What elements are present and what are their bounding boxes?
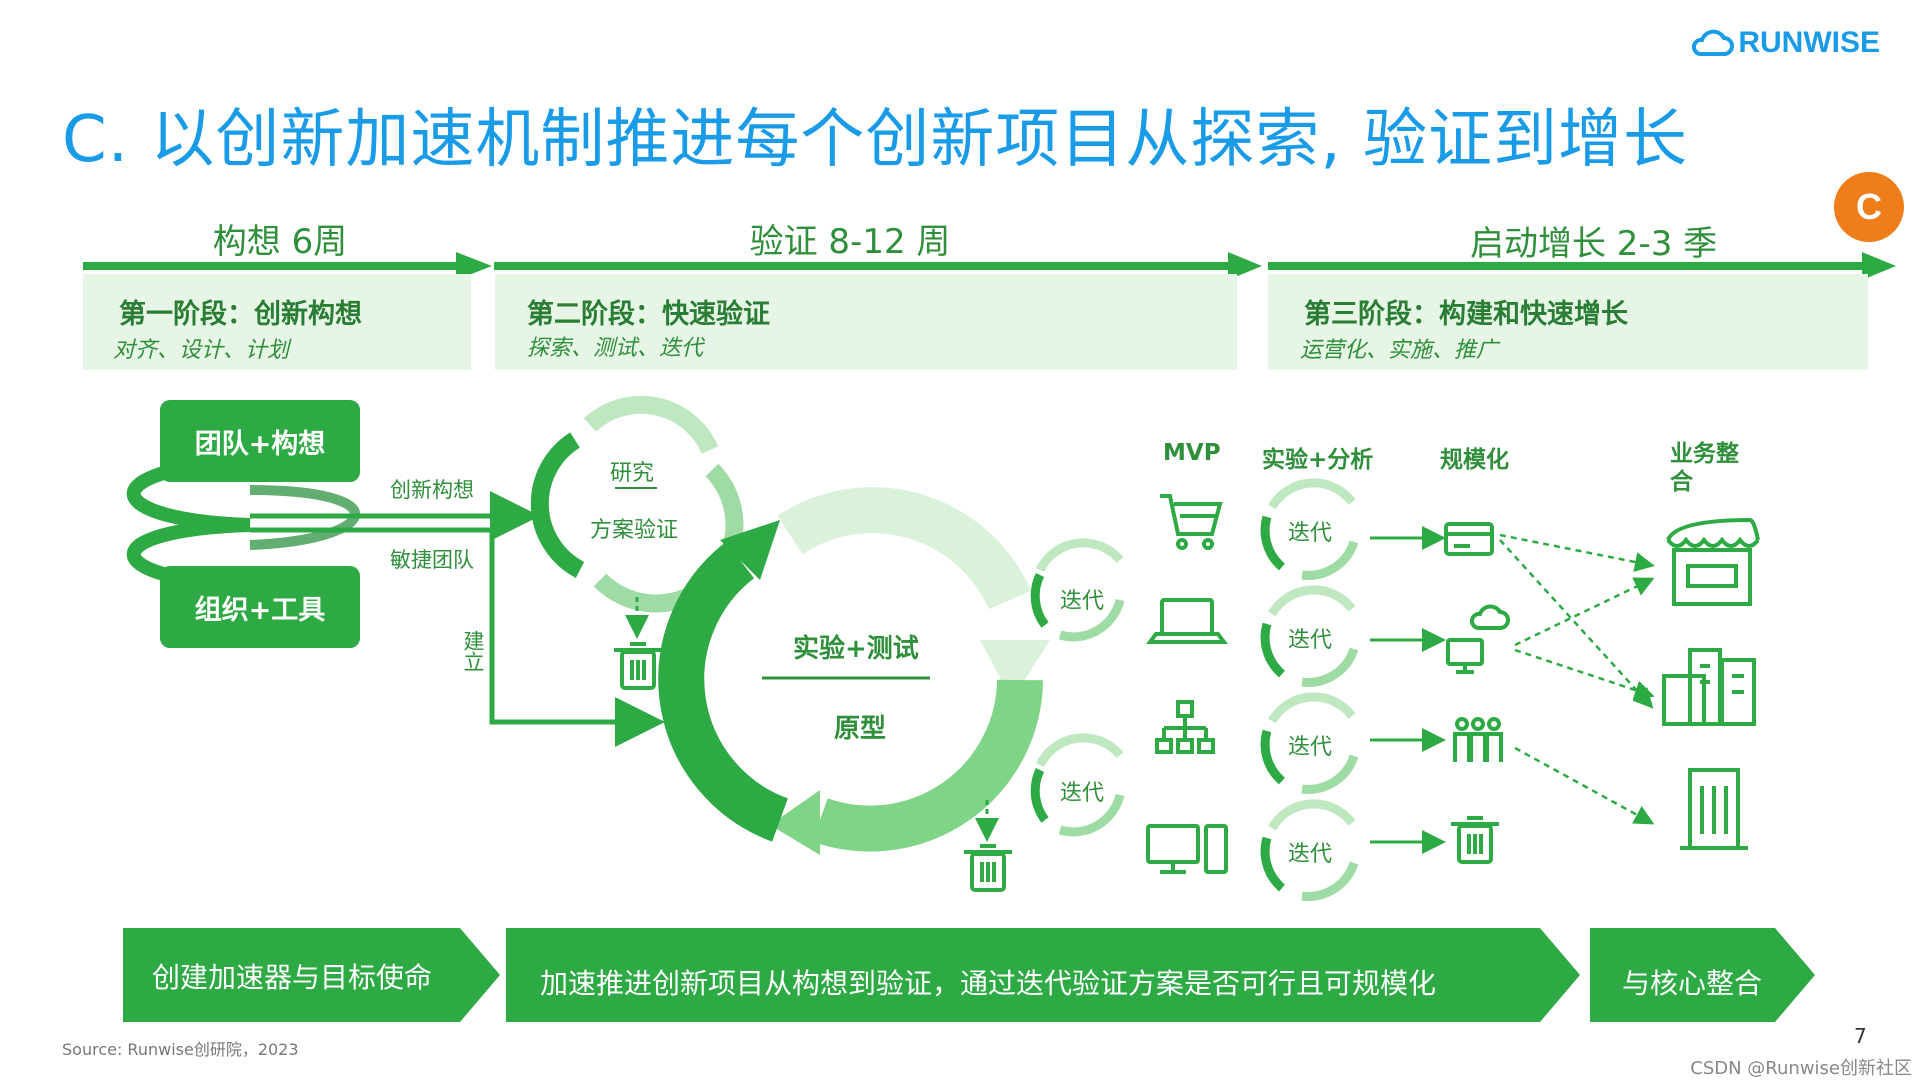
page-number: 7: [1854, 1024, 1867, 1048]
cloud-computer-icon: [1446, 604, 1510, 674]
col-integration: 业务整合: [1670, 441, 1739, 495]
trash-icon-3: [1451, 816, 1499, 864]
iterate-label-mid-1: 迭代: [1060, 589, 1105, 614]
trash-icon-2: [964, 844, 1012, 892]
chevron-2-text: 加速推进创新项目从构想到验证，通过迭代验证方案是否可行且可规模化: [540, 967, 1437, 1000]
stage-2-box: 第二阶段：快速验证 探索、测试、迭代: [495, 274, 1237, 370]
phase-arrows: [83, 252, 1896, 280]
trash-icon-1: [614, 642, 662, 690]
shopping-cart-icon: [1160, 494, 1223, 550]
col-experiment-analysis: 实验+分析: [1262, 447, 1374, 473]
office-buildings-icon: [1662, 648, 1756, 726]
stage-1-sub: 对齐、设计、计划: [113, 338, 290, 363]
col-mvp: MVP: [1163, 440, 1221, 466]
stage-2-sub: 探索、测试、迭代: [527, 336, 704, 361]
team-people-icon: [1453, 717, 1503, 762]
iterate-cycle-mid-1: [1030, 538, 1125, 642]
research-label: 研究: [610, 461, 655, 486]
phase-2-header: 验证 8-12 周: [749, 222, 951, 262]
iterate-label-mid-2: 迭代: [1060, 781, 1105, 806]
iterate-cycle-mid-2: [1030, 733, 1125, 837]
big-cycle: [658, 487, 1050, 855]
section-badge: C: [1834, 172, 1904, 242]
prototype-label: 原型: [834, 714, 887, 744]
chevron-1-text: 创建加速器与目标使命: [152, 961, 433, 994]
desktop-computer-icon: [1146, 824, 1228, 874]
page-title: C. 以创新加速机制推进每个创新项目从探索, 验证到增长: [62, 103, 1689, 177]
team-idea-box: 团队+构想: [160, 400, 360, 482]
storefront-icon: [1666, 517, 1760, 606]
phase-3-header: 启动增长 2-3 季: [1470, 224, 1718, 264]
label-agile-team: 敏捷团队: [390, 548, 474, 572]
label-innovation-idea: 创新构想: [390, 478, 474, 502]
skyscraper-icon: [1680, 768, 1748, 850]
logo-text: RUNWISE: [1738, 26, 1880, 59]
org-chart-icon: [1155, 700, 1215, 754]
stage-3-box: 第三阶段：构建和快速增长 运营化、实施、推广: [1268, 274, 1868, 370]
stage-3-sub: 运营化、实施、推广: [1300, 338, 1499, 363]
laptop-icon: [1146, 598, 1228, 644]
runwise-logo: RUNWISE: [1690, 26, 1880, 60]
credit-card-icon: [1444, 522, 1494, 556]
stage-1-title: 第一阶段：创新构想: [119, 299, 362, 330]
iterate-label-right-3: 迭代: [1288, 735, 1333, 760]
watermark: CSDN @Runwise创新社区: [1690, 1058, 1912, 1079]
experiment-test-label: 实验+测试: [793, 634, 919, 664]
iterate-label-right-2: 迭代: [1288, 628, 1333, 653]
cloud-logo-icon: [1692, 29, 1735, 56]
col-scale: 规模化: [1440, 447, 1509, 473]
solution-validation-label: 方案验证: [590, 518, 679, 543]
phase-1-header: 构想 6周: [212, 222, 348, 262]
chevron-3-text: 与核心整合: [1622, 967, 1763, 1000]
label-build: 建立: [461, 630, 485, 672]
stage-3-title: 第三阶段：构建和快速增长: [1304, 299, 1628, 330]
org-tools-box: 组织+工具: [160, 566, 360, 648]
iterate-cycles-right: [1260, 478, 1359, 901]
source-note: Source: Runwise创研院，2023: [62, 1040, 299, 1059]
iterate-label-right-4: 迭代: [1288, 842, 1333, 867]
iterate-label-right-1: 迭代: [1288, 521, 1333, 546]
stage-2-title: 第二阶段：快速验证: [527, 299, 770, 330]
stage-1-box: 第一阶段：创新构想 对齐、设计、计划: [83, 274, 471, 370]
